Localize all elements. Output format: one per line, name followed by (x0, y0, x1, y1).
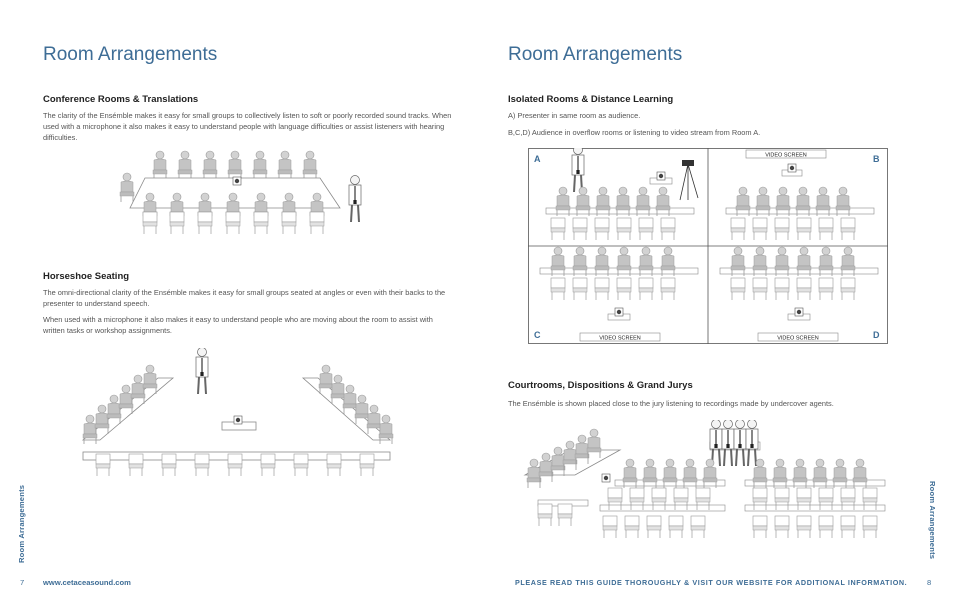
isolated-line-1: A) Presenter in same room as audience. (508, 111, 641, 120)
horseshoe-right-row (318, 364, 394, 445)
room-c-label: C (534, 330, 541, 340)
room-a-label: A (534, 154, 541, 164)
courtrooms-body: The Ensémble is shown placed close to th… (508, 399, 834, 408)
left-page-number: 7 (20, 578, 25, 587)
horseshoe-left-row (82, 364, 158, 445)
horseshoe-front-row (95, 453, 375, 477)
right-side-label: Room Arrangements (928, 481, 937, 560)
jury-box (523, 428, 622, 527)
video-screen-label-c: VIDEO SCREEN (599, 336, 641, 342)
conference-body: The clarity of the Ensémble makes it eas… (43, 111, 452, 142)
courtrooms-heading: Courtrooms, Dispositions & Grand Jurys (508, 380, 693, 391)
horseshoe-body-1: The omni-directional clarity of the Ensé… (43, 288, 446, 308)
conference-back-row (152, 150, 318, 181)
right-page-title: Room Arrangements (508, 44, 683, 65)
left-page-title: Room Arrangements (43, 44, 218, 65)
isolated-heading: Isolated Rooms & Distance Learning (508, 94, 674, 105)
video-screen-label-b: VIDEO SCREEN (765, 153, 807, 159)
room-d-label: D (873, 330, 880, 340)
room-b (725, 149, 875, 241)
room-c (539, 246, 699, 342)
gallery-seating (599, 458, 886, 539)
room-b-label: B (873, 154, 880, 164)
presenter-figure (195, 348, 209, 395)
video-screen-label-d: VIDEO SCREEN (777, 336, 819, 342)
conference-heading: Conference Rooms & Translations (43, 94, 199, 105)
website-link[interactable]: www.cetaceasound.com (43, 578, 131, 587)
isolated-rooms-grid: A B C D VIDEO SCREEN VIDEO SCREEN VIDEO … (528, 148, 888, 344)
footer-note: PLEASE READ THIS GUIDE THOROUGHLY & VISI… (515, 578, 908, 587)
right-page-number: 8 (927, 578, 932, 587)
conference-illustration (119, 150, 362, 235)
room-a (545, 148, 699, 241)
courtroom-illustration (523, 420, 886, 539)
presenter-figure (348, 174, 362, 223)
ensemble-speaker-icon (233, 415, 243, 425)
judges-bench (709, 420, 761, 467)
isolated-line-2: B,C,D) Audience in overflow rooms or lis… (508, 128, 761, 137)
room-d (719, 246, 879, 342)
end-seat-person (119, 172, 135, 203)
horseshoe-heading: Horseshoe Seating (43, 271, 130, 282)
horseshoe-body-2: When used with a microphone it also make… (43, 315, 433, 335)
left-side-label: Room Arrangements (17, 484, 26, 563)
ensemble-speaker-icon (232, 176, 242, 186)
horseshoe-illustration (81, 348, 394, 477)
